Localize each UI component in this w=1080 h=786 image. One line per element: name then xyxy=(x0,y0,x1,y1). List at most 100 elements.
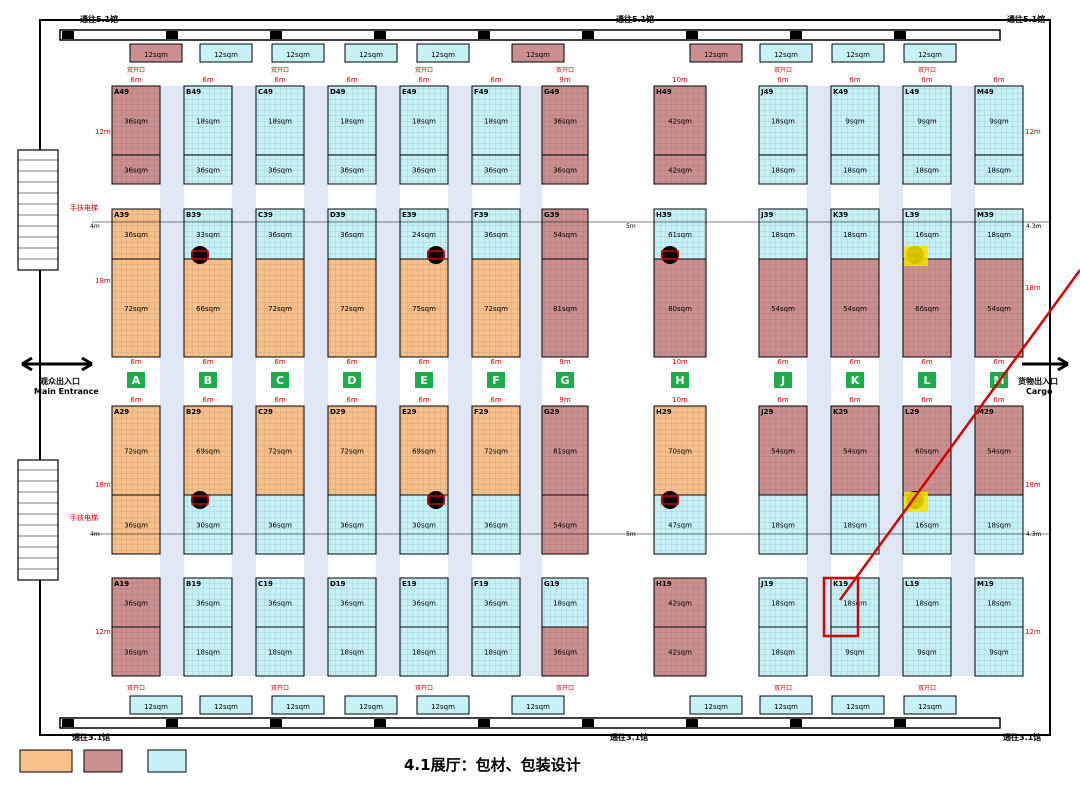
booth-grid-bottom-f-a xyxy=(472,578,520,627)
booth-id-bottom-e: E19 xyxy=(402,580,417,588)
booth-grid-upper-c-b xyxy=(256,259,304,357)
booth-grid-bottom-a-b xyxy=(112,627,160,676)
bottom-wall-booth-area-2: 12sqm xyxy=(286,703,310,711)
booth-id-top-f: F49 xyxy=(474,88,489,96)
pillar-5 xyxy=(661,491,679,509)
width-low-g: 9m xyxy=(559,396,570,404)
width-top-e: 6m xyxy=(418,76,429,84)
booth-area-bottom-f-a: 36sqm xyxy=(484,600,508,608)
booth-area-upper-g-a: 54sqm xyxy=(553,231,577,239)
booth-grid-top-j-a xyxy=(759,86,807,155)
bottom-wall-booth-7 xyxy=(759,695,813,715)
booth-area-bottom-m-a: 18sqm xyxy=(987,600,1011,608)
yellow-marker-0 xyxy=(904,246,928,266)
booth-area-lower-g-b: 54sqm xyxy=(553,522,577,530)
booth-area-upper-m-b: 54sqm xyxy=(987,305,1011,313)
booth-area-upper-g-b: 81sqm xyxy=(553,305,577,313)
booth-area-upper-e-b: 75sqm xyxy=(412,305,436,313)
booth-grid-bottom-l-a xyxy=(903,578,951,627)
booth-id-top-c: C49 xyxy=(258,88,273,96)
booth-area-top-m-a: 9sqm xyxy=(989,118,1009,126)
cargo-en: Cargo xyxy=(1026,387,1053,396)
cyan-swatch xyxy=(147,749,187,773)
booth-grid-top-a-b xyxy=(112,155,160,184)
booth-area-upper-h-a: 61sqm xyxy=(668,231,692,239)
dim-4m-upper: 4m xyxy=(90,223,100,230)
booth-grid-upper-k-b xyxy=(831,259,879,357)
booth-grid-bottom-e-b xyxy=(400,627,448,676)
bottom-wall-booth-area-7: 12sqm xyxy=(774,703,798,711)
aisle-badge-g xyxy=(556,372,574,388)
booth-grid-upper-g-a xyxy=(542,209,588,259)
booth-grid-top-m-b xyxy=(975,155,1023,184)
pillar-0 xyxy=(191,246,209,264)
booth-id-bottom-g: G19 xyxy=(544,580,560,588)
highlight-box xyxy=(822,576,860,638)
top-wall-booth-area-8: 12sqm xyxy=(846,51,870,59)
wall-post-1-2 xyxy=(270,719,282,727)
width-top-m: 6m xyxy=(993,76,1004,84)
to-31-right: 通往3.1馆 xyxy=(1003,732,1041,742)
booth-id-upper-b: B39 xyxy=(186,211,201,219)
booth-id-lower-f: F29 xyxy=(474,408,489,416)
booth-area-upper-m-a: 18sqm xyxy=(987,231,1011,239)
dim-18m-left-lower: 18m xyxy=(95,481,111,489)
aisle-strip-b xyxy=(232,86,256,676)
aisle-letter-k: K xyxy=(851,374,860,387)
booth-grid-upper-j-a xyxy=(759,209,807,259)
width-top-a: 6m xyxy=(130,76,141,84)
booth-id-top-b: B49 xyxy=(186,88,201,96)
width-top-l: 6m xyxy=(921,76,932,84)
width-top-k: 6m xyxy=(849,76,860,84)
width-top-g: 9m xyxy=(559,76,570,84)
booth-id-lower-e: E29 xyxy=(402,408,417,416)
width-low-h: 10m xyxy=(672,396,688,404)
booth-grid-lower-d-b xyxy=(328,495,376,554)
booth-area-upper-k-a: 18sqm xyxy=(843,231,867,239)
booth-area-upper-c-b: 72sqm xyxy=(268,305,292,313)
wall-post-0-8 xyxy=(894,31,906,39)
booth-grid-top-l-b xyxy=(903,155,951,184)
booth-area-bottom-j-b: 18sqm xyxy=(771,649,795,657)
booth-grid-upper-b-b xyxy=(184,259,232,357)
aisle-letter-g: G xyxy=(560,374,569,387)
wall-post-1-7 xyxy=(790,719,802,727)
booth-id-lower-h: H29 xyxy=(656,408,672,416)
escalator-1 xyxy=(17,459,59,581)
wall-post-0-7 xyxy=(790,31,802,39)
booth-grid-bottom-l-b xyxy=(903,627,951,676)
booth-grid-top-e-a xyxy=(400,86,448,155)
bottom-wall-booth-area-0: 12sqm xyxy=(144,703,168,711)
top-wall-booth-area-5: 12sqm xyxy=(526,51,550,59)
dim-4m-lower: 4m xyxy=(90,531,100,538)
booth-grid-bottom-e-a xyxy=(400,578,448,627)
booth-grid-lower-k-b xyxy=(831,495,879,554)
to-51-mid: 通往5.1馆 xyxy=(616,14,654,24)
booth-area-top-j-a: 18sqm xyxy=(771,118,795,126)
booth-area-top-g-a: 36sqm xyxy=(553,118,577,126)
aisle-badge-b xyxy=(199,372,217,388)
booth-area-lower-a-b: 36sqm xyxy=(124,522,148,530)
booth-grid-top-e-b xyxy=(400,155,448,184)
booth-id-upper-f: F39 xyxy=(474,211,489,219)
top-wall-booth-3 xyxy=(344,43,398,63)
door-top-0: 双开口 xyxy=(127,67,145,74)
booth-grid-upper-a-b xyxy=(112,259,160,357)
to-31-mid: 通往3.1馆 xyxy=(610,732,648,742)
booth-grid-lower-g-a xyxy=(542,406,588,495)
booth-id-bottom-k: K19 xyxy=(833,580,848,588)
main-entrance-arrow xyxy=(21,356,93,372)
booth-grid-bottom-b-b xyxy=(184,627,232,676)
booth-grid-top-m-a xyxy=(975,86,1023,155)
door-bottom-0: 双开口 xyxy=(127,685,145,692)
booth-grid-lower-a-a xyxy=(112,406,160,495)
width-mid-d: 6m xyxy=(346,358,357,366)
booth-grid-top-b-a xyxy=(184,86,232,155)
booth-grid-lower-e-a xyxy=(400,406,448,495)
booth-area-bottom-b-a: 36sqm xyxy=(196,600,220,608)
bottom-wall-booth-4 xyxy=(416,695,470,715)
width-low-j: 6m xyxy=(777,396,788,404)
to-31-left: 通往3.1馆 xyxy=(72,732,110,742)
booth-grid-upper-d-b xyxy=(328,259,376,357)
